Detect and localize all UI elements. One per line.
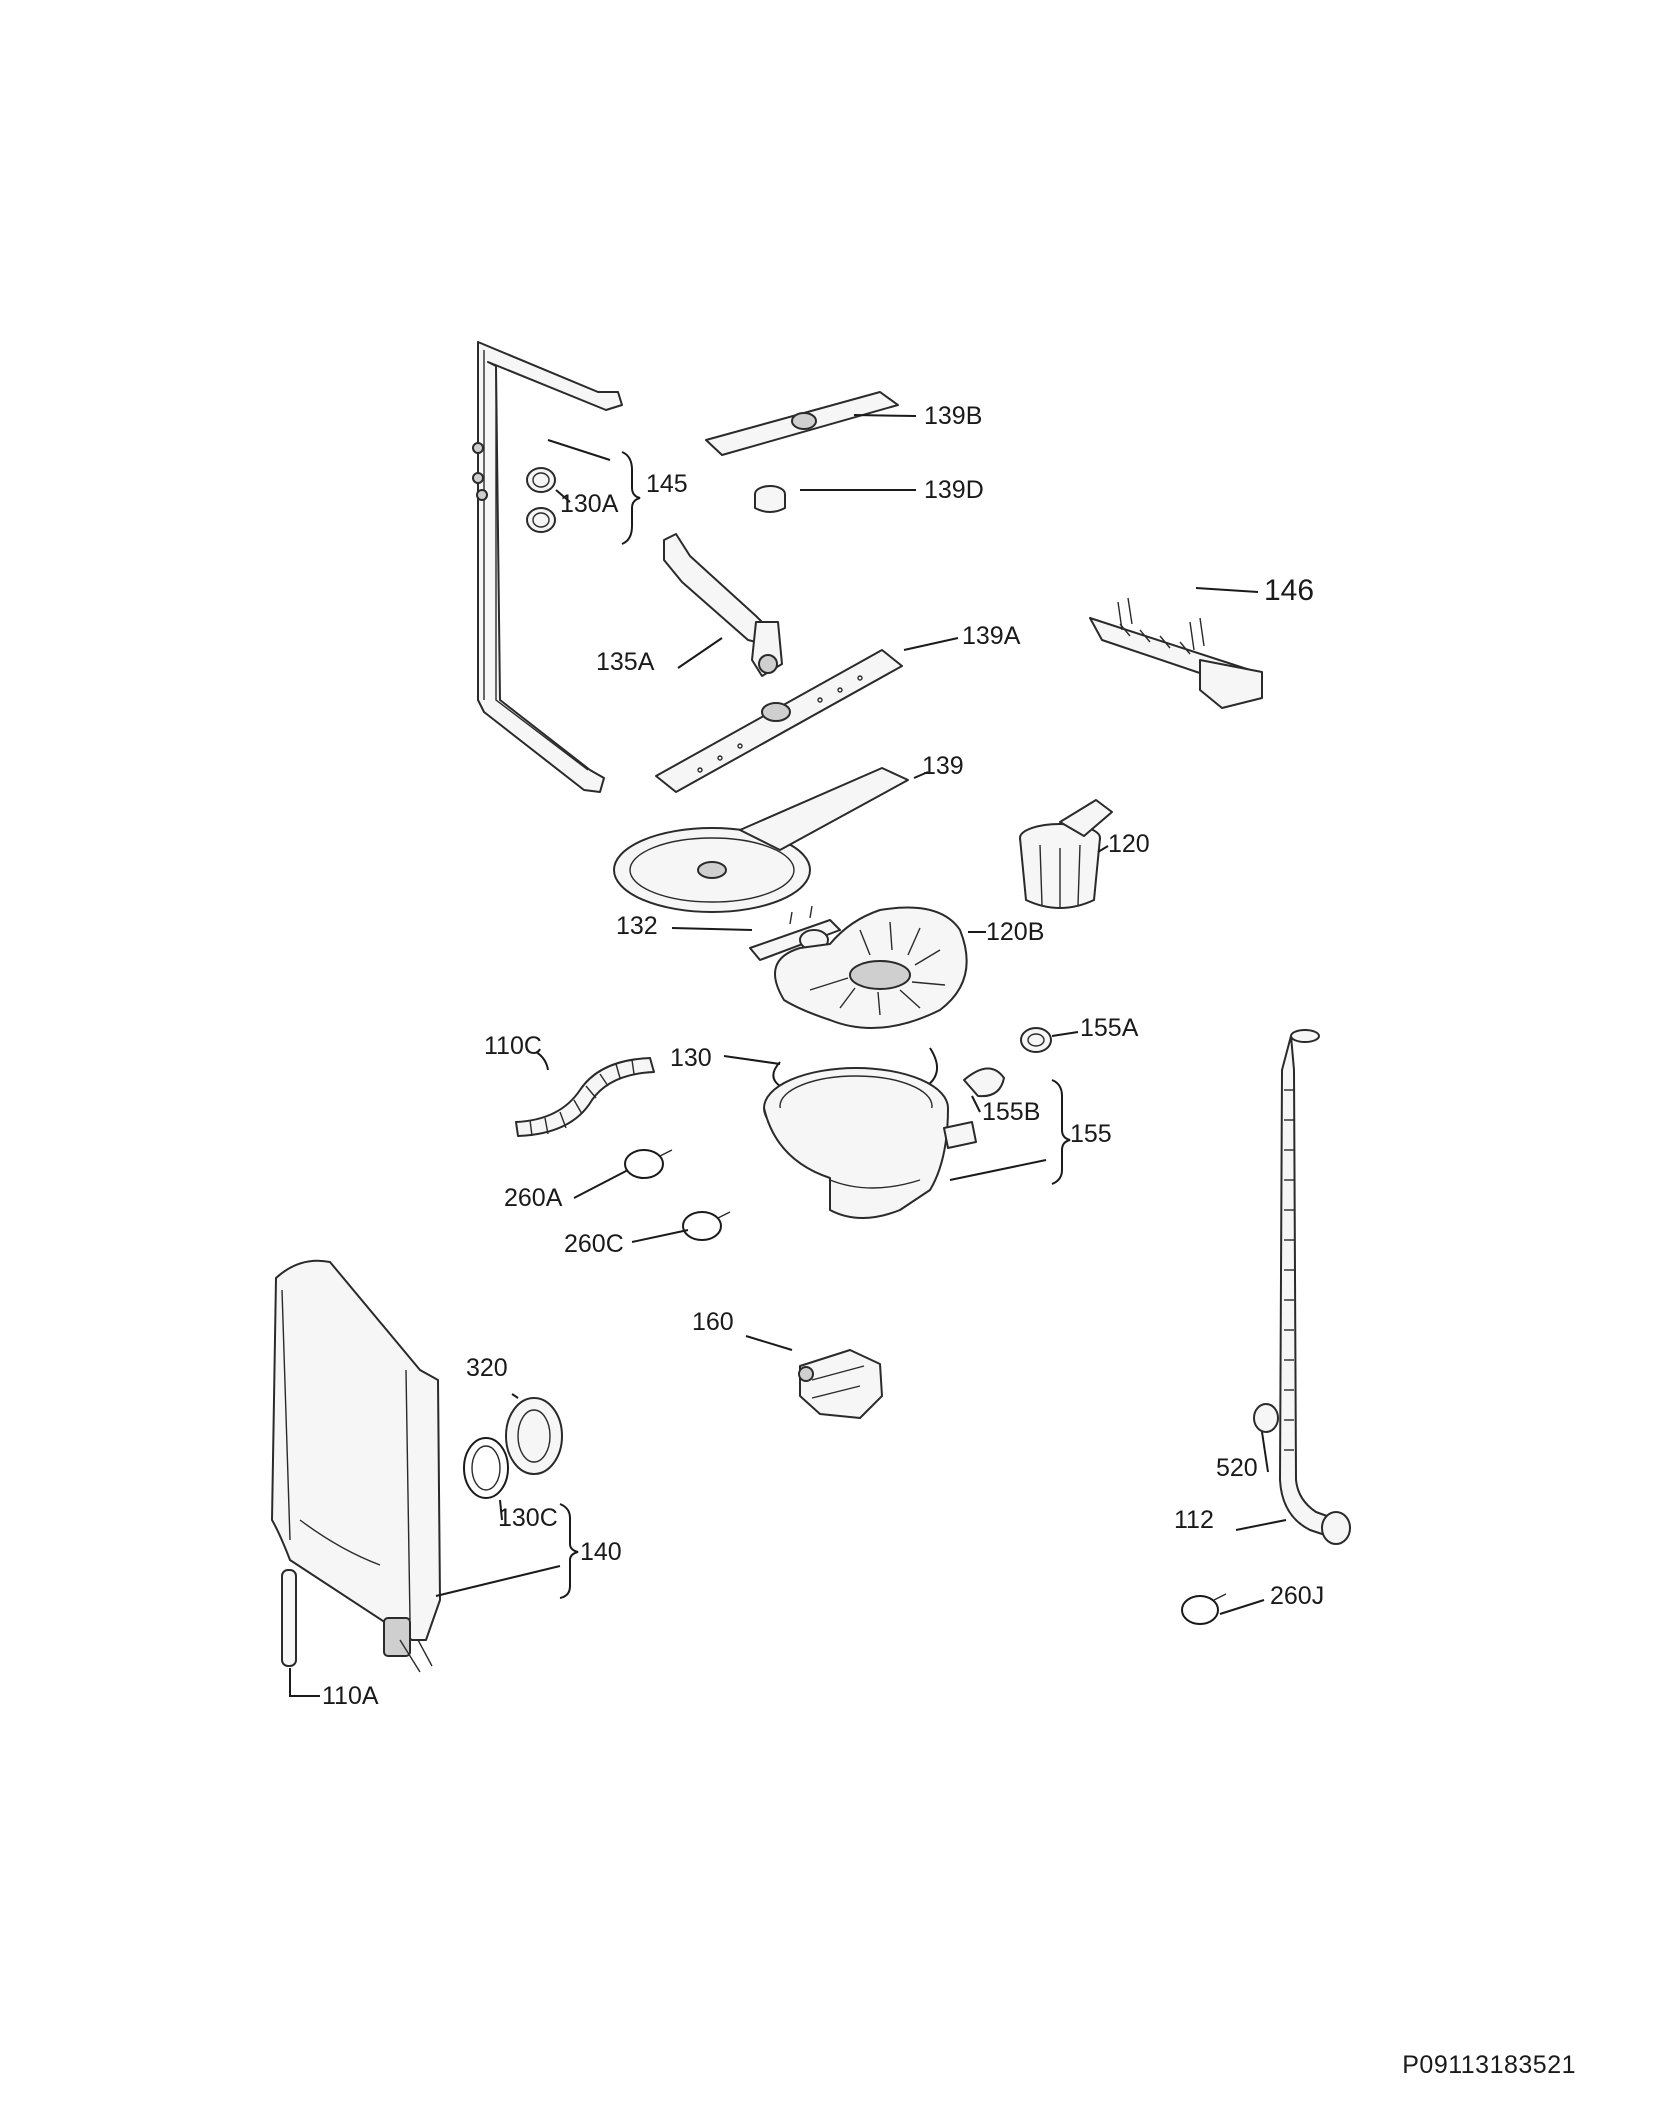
callout-260J: 260J [1270, 1582, 1324, 1610]
sump-assembly-155-part [763, 1067, 977, 1219]
clamp-260C-part [682, 1211, 731, 1241]
callout-112: 112 [1174, 1506, 1214, 1534]
callout-160: 160 [692, 1308, 734, 1336]
callout-140: 140 [580, 1538, 622, 1566]
callout-labels: 139B 139D 145 130A 146 135A 139A 139 120… [322, 402, 1324, 1710]
callout-139D: 139D [924, 476, 984, 504]
callout-139B: 139B [924, 402, 982, 430]
arm-holder-135A-part [663, 533, 783, 677]
nozzle-130A-part [526, 467, 556, 533]
rail-bracket-146-part [1089, 597, 1263, 709]
drain-hose-112-part [1279, 1029, 1351, 1545]
supply-pipe-145-part [472, 341, 623, 793]
tube-110A-part [281, 1569, 297, 1667]
callout-146: 146 [1264, 574, 1314, 607]
gasket-320-part [505, 1397, 563, 1475]
callout-130: 130 [670, 1044, 712, 1072]
callout-155: 155 [1070, 1120, 1112, 1148]
drain-pump-160-part [798, 1349, 883, 1419]
callout-110A: 110A [322, 1682, 379, 1710]
filter-120-part [1019, 799, 1113, 909]
callout-320: 320 [466, 1354, 508, 1382]
clamp-260A-part [624, 1149, 673, 1179]
callout-110C: 110C [484, 1032, 542, 1060]
callout-139: 139 [922, 752, 964, 780]
callout-155B: 155B [982, 1098, 1040, 1126]
callout-145: 145 [646, 470, 688, 498]
callout-120B: 120B [986, 918, 1044, 946]
callout-130C: 130C [498, 1504, 558, 1532]
callout-135A: 135A [596, 648, 655, 676]
callout-260C: 260C [564, 1230, 624, 1258]
callout-130A: 130A [560, 490, 619, 518]
connector-155A-part [1020, 1027, 1052, 1053]
callout-520: 520 [1216, 1454, 1258, 1482]
filter-plate-120B-part [774, 906, 968, 1029]
spray-arm-139B-part [705, 391, 899, 456]
hose-clip-520-part [1253, 1403, 1279, 1433]
nut-139D-part [754, 485, 786, 513]
callout-139A: 139A [962, 622, 1021, 650]
callout-155A: 155A [1080, 1014, 1139, 1042]
hose-110C-part [515, 1057, 655, 1137]
seal-ring-130C-part [463, 1437, 509, 1499]
spray-arm-139-part [613, 767, 909, 913]
drawing-id-label: P09113183521 [1402, 2051, 1576, 2079]
callout-120: 120 [1108, 830, 1150, 858]
callout-260A: 260A [504, 1184, 563, 1212]
tank-panel-140-part [271, 1259, 441, 1673]
leader-lines [289, 414, 1287, 1697]
callout-132: 132 [616, 912, 658, 940]
bracket-155B-part [963, 1067, 1005, 1098]
spray-arm-139A-part [655, 649, 903, 793]
clamp-260J-part [1181, 1593, 1227, 1625]
